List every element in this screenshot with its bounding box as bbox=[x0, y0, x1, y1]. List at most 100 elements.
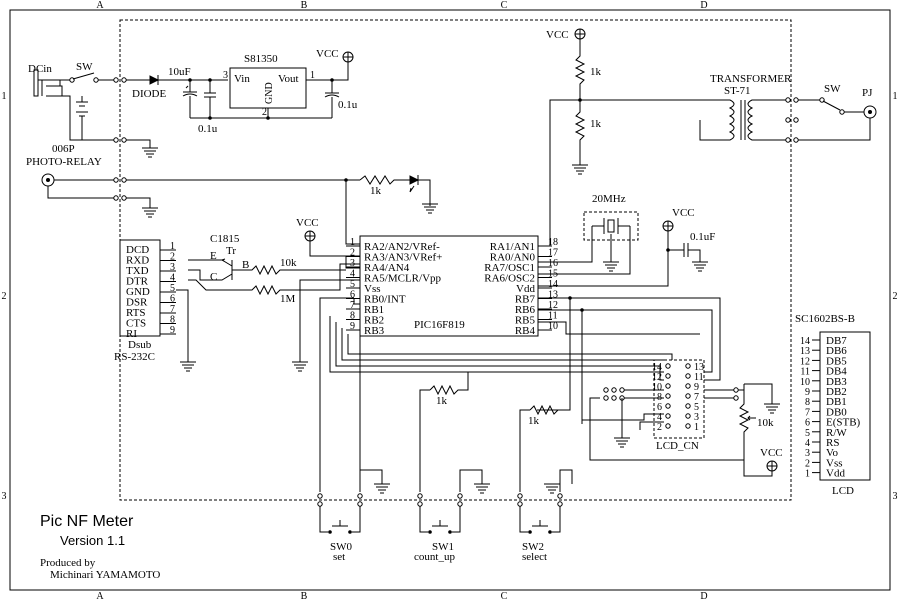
vcc-lcd-label: VCC bbox=[760, 447, 783, 459]
crystal-icon bbox=[592, 218, 630, 234]
sw-power-label: SW bbox=[76, 61, 93, 73]
vcc-reg-label: VCC bbox=[316, 48, 339, 60]
vcc-xtal-label: VCC bbox=[672, 207, 695, 219]
battery-icon bbox=[76, 96, 88, 140]
pic-pin-name: Vss bbox=[364, 283, 381, 295]
dsub-pin-number: 9 bbox=[170, 325, 175, 336]
pic-pin-number: 14 bbox=[548, 279, 558, 290]
resistor-icon bbox=[188, 263, 360, 296]
row-label-right-3: 3 bbox=[893, 491, 898, 502]
sw0-name-label: set bbox=[333, 551, 345, 563]
lcd-cn-pin bbox=[685, 363, 691, 369]
transistor-label: C1815 bbox=[210, 233, 240, 245]
lcd-cn-pin bbox=[665, 373, 671, 379]
lcd-pin-name: Vss bbox=[826, 457, 843, 469]
title-block: Pic NF Meter Version 1.1 Produced by Mic… bbox=[40, 513, 160, 581]
lcd-cn-pin-number: 11 bbox=[694, 372, 704, 383]
lcd-pin-name: R/W bbox=[826, 427, 847, 439]
ground-icon bbox=[422, 203, 438, 214]
col-label-top-c: C bbox=[501, 0, 508, 11]
dsub-pin-number: 5 bbox=[170, 283, 175, 294]
vcc-mclr-label: VCC bbox=[296, 217, 319, 229]
capacitor-icon bbox=[324, 80, 340, 118]
col-label-top-b: B bbox=[301, 0, 308, 11]
pic-pin-name: RB5 bbox=[515, 315, 536, 327]
row-label-left-1: 1 bbox=[2, 91, 7, 102]
row-label-right-2: 2 bbox=[893, 291, 898, 302]
transistor-tr-label: Tr bbox=[226, 245, 236, 257]
lcd-pin-number: 6 bbox=[805, 418, 810, 429]
dsub-pin-number: 3 bbox=[170, 262, 175, 273]
lcd-cn-pin bbox=[685, 373, 691, 379]
lcd-pin-number: 13 bbox=[800, 346, 810, 357]
vin-label: Vin bbox=[234, 73, 250, 85]
sw2-label: SW2 bbox=[522, 541, 544, 553]
pj-label: PJ bbox=[862, 87, 873, 99]
row-label-right-1: 1 bbox=[893, 91, 898, 102]
dsub-pin-name: RXD bbox=[126, 255, 149, 267]
dsub-pin-name: DTR bbox=[126, 276, 149, 288]
lcd-cn-box bbox=[653, 359, 705, 439]
lcd-cn-pin bbox=[665, 383, 671, 389]
lcd-pin-number: 14 bbox=[800, 336, 810, 347]
lcd-cn-pin bbox=[685, 413, 691, 419]
pic-pin-name: RA4/AN4 bbox=[364, 262, 410, 274]
lcd-cn-pin bbox=[665, 413, 671, 419]
lcd-pin-number: 1 bbox=[805, 469, 810, 480]
dsub-pin-number: 1 bbox=[170, 241, 175, 252]
res-1k-sw2-label: 1k bbox=[528, 415, 540, 427]
resistor-icon bbox=[359, 175, 410, 185]
res-1k-a-label: 1k bbox=[590, 66, 602, 78]
pic-chip-box bbox=[359, 235, 539, 337]
lcd-pin-name: DB7 bbox=[826, 335, 847, 347]
lcd-label: LCD bbox=[832, 485, 854, 497]
dsub-label: Dsub bbox=[128, 339, 152, 351]
lcd-cn-pin-number: 10 bbox=[652, 382, 662, 393]
lcd-pin-number: 3 bbox=[805, 448, 810, 459]
resistor-icon bbox=[529, 404, 562, 416]
capacitor-icon bbox=[668, 243, 701, 262]
transformer-coil-icon bbox=[747, 99, 760, 141]
push-button-icon bbox=[519, 506, 561, 533]
res-1k-b-label: 1k bbox=[590, 118, 602, 130]
crystal-section: 20MHz VCC 0.1uF bbox=[538, 193, 715, 287]
pic-pin-name: RA0/AN0 bbox=[490, 252, 536, 264]
version-label: Version 1.1 bbox=[60, 533, 125, 548]
tr-b-label: B bbox=[242, 259, 249, 271]
lcd-cn-pin-number: 13 bbox=[694, 362, 704, 373]
col-label-bottom-b: B bbox=[301, 591, 308, 600]
lcd-pin-number: 12 bbox=[800, 356, 810, 367]
dc-jack-icon bbox=[33, 69, 39, 97]
pic-pin-name: RB4 bbox=[515, 325, 536, 337]
rs232c-label: RS-232C bbox=[114, 351, 155, 363]
diode-icon bbox=[149, 75, 160, 85]
lcd-pin-name: Vo bbox=[826, 447, 839, 459]
ground-icon bbox=[614, 437, 630, 448]
pic-pin-name: RB7 bbox=[515, 294, 536, 306]
lcd-pin-name: DB0 bbox=[826, 406, 847, 418]
dsub-pin-number: 4 bbox=[170, 273, 175, 284]
title: Pic NF Meter bbox=[40, 513, 134, 530]
pic-pin-number: 17 bbox=[548, 248, 558, 259]
pic-pin-name: RA5/MCLR/Vpp bbox=[364, 273, 442, 285]
lcd-cn-pin-number: 5 bbox=[694, 402, 699, 413]
res-10k-label: 10k bbox=[280, 257, 297, 269]
reg-pin2: 2 bbox=[262, 107, 267, 118]
lcd-section: SC1602BS-B DB714DB613DB512DB411DB310DB29… bbox=[795, 313, 871, 497]
lcd-cn-pin bbox=[685, 403, 691, 409]
lcd-cn-pin bbox=[685, 383, 691, 389]
pic-pin-number: 8 bbox=[350, 311, 355, 322]
row-label-left-2: 2 bbox=[2, 291, 7, 302]
col-label-top-a: A bbox=[96, 0, 104, 11]
pic-pin-name: RA7/OSC1 bbox=[484, 262, 535, 274]
lcd-pin-number: 10 bbox=[800, 377, 810, 388]
tr-e-label: E bbox=[210, 250, 217, 262]
lcd-pin-name: DB1 bbox=[826, 396, 847, 408]
photo-relay-label: PHOTO-RELAY bbox=[26, 156, 102, 168]
pic-pin-number: 16 bbox=[548, 258, 558, 269]
